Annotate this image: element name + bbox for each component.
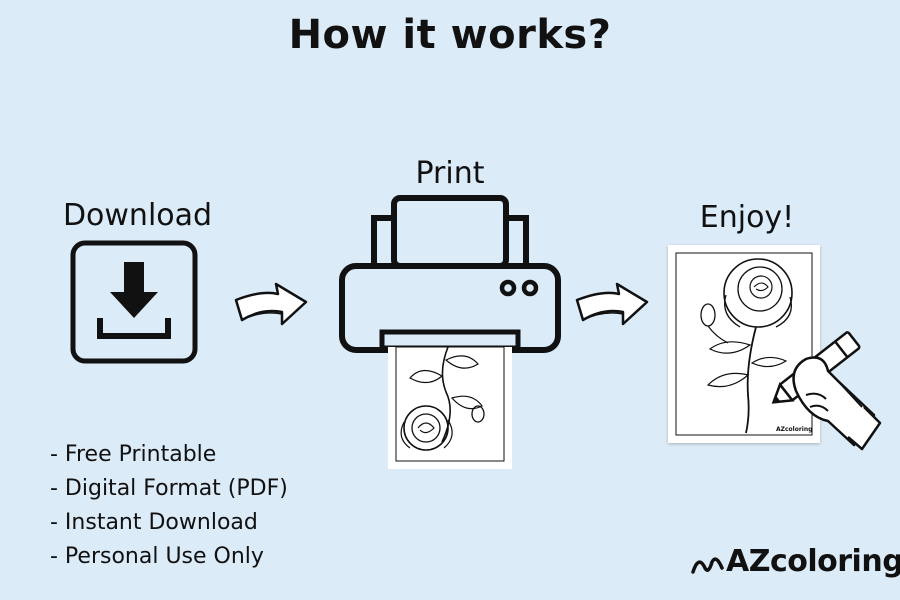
arrow-right-icon xyxy=(575,282,649,326)
step-label-enjoy: Enjoy! xyxy=(699,200,795,235)
download-icon xyxy=(70,240,198,364)
feature-item: - Free Printable xyxy=(50,442,217,467)
coloring-page-hand-icon: AZcoloring xyxy=(675,252,882,451)
brand-logo: AZcoloring xyxy=(690,544,900,584)
brand-swoosh-icon xyxy=(691,557,724,574)
feature-item: - Personal Use Only xyxy=(50,544,264,569)
feature-item: - Instant Download xyxy=(50,510,258,535)
arrow-right-icon xyxy=(234,282,308,326)
feature-item: - Digital Format (PDF) xyxy=(50,476,288,501)
coloring-page xyxy=(668,245,820,443)
mini-brand-logo: AZcoloring xyxy=(776,426,812,433)
step-label-download: Download xyxy=(62,198,213,233)
printer-icon xyxy=(339,195,561,469)
page-title: How it works? xyxy=(288,12,612,58)
feature-list: - Free Printable - Digital Format (PDF) … xyxy=(50,438,288,574)
brand-name: AZcoloring xyxy=(726,544,900,579)
step-label-print: Print xyxy=(415,156,485,191)
